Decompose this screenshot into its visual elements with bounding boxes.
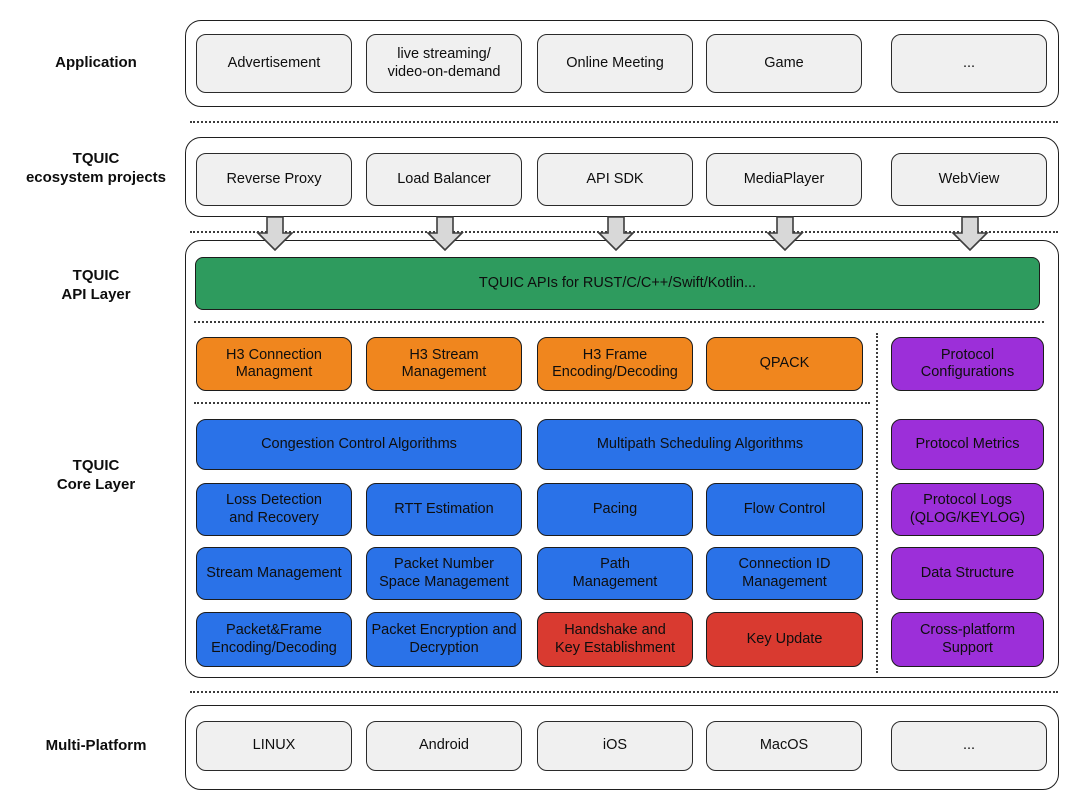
down-arrow-icon [426, 216, 464, 252]
down-arrow-icon [256, 216, 294, 252]
multi-platform-panel: LINUX Android iOS MacOS ... [185, 705, 1059, 790]
core-box-protocol-configurations: Protocol Configurations [891, 337, 1044, 391]
label-core-layer: TQUIC Core Layer [56, 457, 136, 493]
platform-box-linux: LINUX [196, 721, 352, 771]
app-box-ellipsis: ... [891, 34, 1047, 93]
application-panel: Advertisement live streaming/ video-on-d… [185, 20, 1059, 107]
app-box-online-meeting: Online Meeting [537, 34, 693, 93]
eco-box-api-sdk: API SDK [537, 153, 693, 206]
eco-box-webview: WebView [891, 153, 1047, 206]
api-bar: TQUIC APIs for RUST/C/C++/Swift/Kotlin..… [195, 257, 1040, 310]
dotted-divider [190, 121, 1058, 123]
platform-box-macos: MacOS [706, 721, 862, 771]
eco-box-load-balancer: Load Balancer [366, 153, 522, 206]
core-box-packet-frame-codec: Packet&Frame Encoding/Decoding [196, 612, 352, 667]
dotted-divider [194, 402, 870, 404]
platform-box-ios: iOS [537, 721, 693, 771]
core-box-protocol-metrics: Protocol Metrics [891, 419, 1044, 470]
label-ecosystem: TQUIC ecosystem projects [25, 150, 167, 186]
core-box-qpack: QPACK [706, 337, 863, 391]
core-box-flow-control: Flow Control [706, 483, 863, 536]
platform-box-ellipsis: ... [891, 721, 1047, 771]
down-arrow-icon [766, 216, 804, 252]
eco-box-reverse-proxy: Reverse Proxy [196, 153, 352, 206]
core-box-multipath-scheduling: Multipath Scheduling Algorithms [537, 419, 863, 470]
label-multi-platform: Multi-Platform [45, 737, 147, 754]
core-box-connection-id: Connection ID Management [706, 547, 863, 600]
down-arrow-icon [951, 216, 989, 252]
core-box-h3-frame: H3 Frame Encoding/Decoding [537, 337, 693, 391]
dotted-divider-vertical [876, 333, 878, 673]
core-box-handshake: Handshake and Key Establishment [537, 612, 693, 667]
dotted-divider [190, 691, 1058, 693]
core-box-packet-number-space: Packet Number Space Management [366, 547, 522, 600]
core-box-packet-encryption: Packet Encryption and Decryption [366, 612, 522, 667]
core-box-h3-connection: H3 Connection Managment [196, 337, 352, 391]
core-box-loss-detection: Loss Detection and Recovery [196, 483, 352, 536]
core-box-congestion-control: Congestion Control Algorithms [196, 419, 522, 470]
eco-box-mediaplayer: MediaPlayer [706, 153, 862, 206]
core-box-stream-management: Stream Management [196, 547, 352, 600]
core-box-pacing: Pacing [537, 483, 693, 536]
core-box-cross-platform: Cross-platform Support [891, 612, 1044, 667]
ecosystem-panel: Reverse Proxy Load Balancer API SDK Medi… [185, 137, 1059, 217]
app-box-advertisement: Advertisement [196, 34, 352, 93]
core-box-rtt-estimation: RTT Estimation [366, 483, 522, 536]
dotted-divider [194, 321, 1044, 323]
down-arrow-icon [597, 216, 635, 252]
core-box-h3-stream: H3 Stream Management [366, 337, 522, 391]
label-api-layer: TQUIC API Layer [61, 267, 131, 303]
app-box-live-streaming: live streaming/ video-on-demand [366, 34, 522, 93]
core-box-protocol-logs: Protocol Logs (QLOG/KEYLOG) [891, 483, 1044, 536]
label-application: Application [55, 54, 137, 71]
platform-box-android: Android [366, 721, 522, 771]
core-panel: TQUIC APIs for RUST/C/C++/Swift/Kotlin..… [185, 240, 1059, 678]
app-box-game: Game [706, 34, 862, 93]
core-box-path-management: Path Management [537, 547, 693, 600]
core-box-key-update: Key Update [706, 612, 863, 667]
core-box-data-structure: Data Structure [891, 547, 1044, 600]
